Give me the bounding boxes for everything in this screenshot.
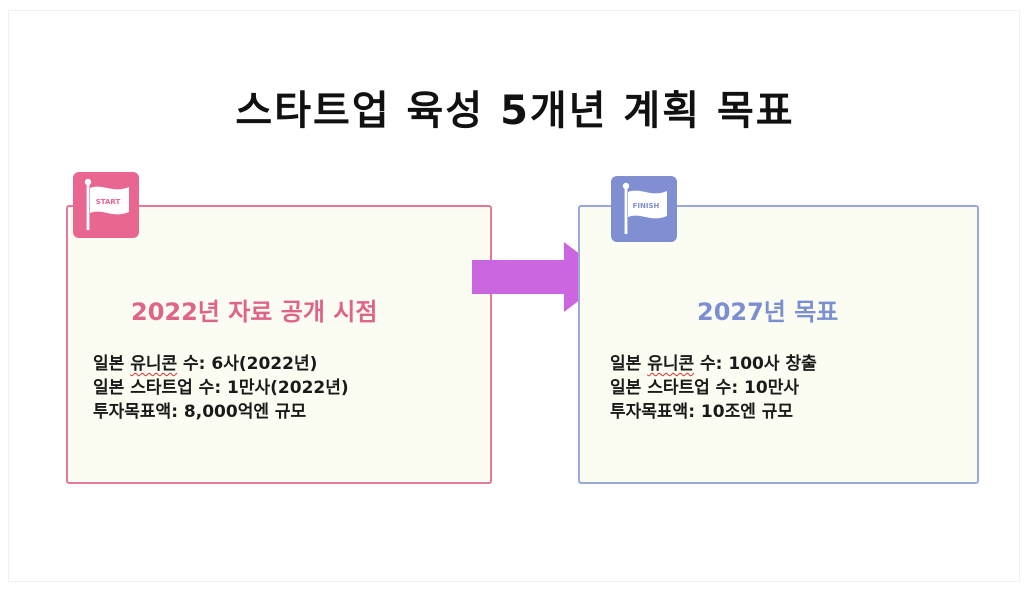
flag-icon: START <box>84 178 129 230</box>
start-heading: 2022년 자료 공개 시점 <box>131 298 378 326</box>
finish-line-2: 일본 스타트업 수: 10만사 <box>610 378 799 398</box>
start-line-3: 투자목표액: 8,000억엔 규모 <box>93 402 307 422</box>
slide-frame <box>8 10 1020 582</box>
start-badge: START <box>73 172 139 238</box>
start-lines: 일본 유니콘 수: 6사(2022년) 일본 스타트업 수: 1만사(2022년… <box>93 352 349 424</box>
page-title: 스타트업 육성 5개년 계획 목표 <box>235 88 795 134</box>
flag-icon: FINISH <box>622 182 667 234</box>
start-badge-text: START <box>96 198 121 206</box>
right-arrow-icon <box>472 242 610 312</box>
start-line-2: 일본 스타트업 수: 1만사(2022년) <box>93 378 349 398</box>
finish-card <box>578 205 979 484</box>
finish-heading: 2027년 목표 <box>697 298 839 326</box>
start-line-1: 일본 유니콘 수: 6사(2022년) <box>93 354 318 374</box>
start-card <box>66 205 492 484</box>
finish-badge: FINISH <box>611 176 677 242</box>
finish-line-1: 일본 유니콘 수: 100사 창출 <box>610 354 817 374</box>
finish-lines: 일본 유니콘 수: 100사 창출 일본 스타트업 수: 10만사 투자목표액:… <box>610 352 817 424</box>
finish-badge-text: FINISH <box>633 202 660 210</box>
finish-line-3: 투자목표액: 10조엔 규모 <box>610 402 794 422</box>
